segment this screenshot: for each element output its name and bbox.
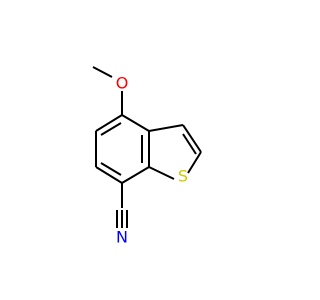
molecule-structure: O S N — [92, 66, 202, 247]
thiophene-bond-c3-c2 — [182, 124, 202, 153]
ring-bond-c4-c3a — [121, 114, 150, 132]
ring-bond-c7-c6 — [95, 166, 123, 184]
nitrogen-atom-label: N — [116, 228, 128, 247]
thiophene-bond-s-c7a — [148, 166, 175, 180]
thiophene-bond-c2-s — [187, 151, 202, 174]
oxygen-atom-label: O — [116, 74, 129, 93]
ring-bond-c7-c6-inner — [100, 162, 122, 176]
bond-lines — [92, 66, 202, 228]
ring-bond-c5-c4 — [95, 114, 123, 132]
thiophene-bond-c3-c2-inner — [182, 133, 197, 155]
ring-bond-c7a-c7 — [121, 166, 150, 184]
ring-bond-c5-c4-inner — [100, 122, 122, 136]
sulfur-atom-label: S — [178, 167, 188, 186]
molecule-canvas: O S N — [92, 66, 202, 247]
methyl-bond — [92, 66, 113, 78]
thiophene-bond-c3a-c3 — [148, 124, 184, 132]
